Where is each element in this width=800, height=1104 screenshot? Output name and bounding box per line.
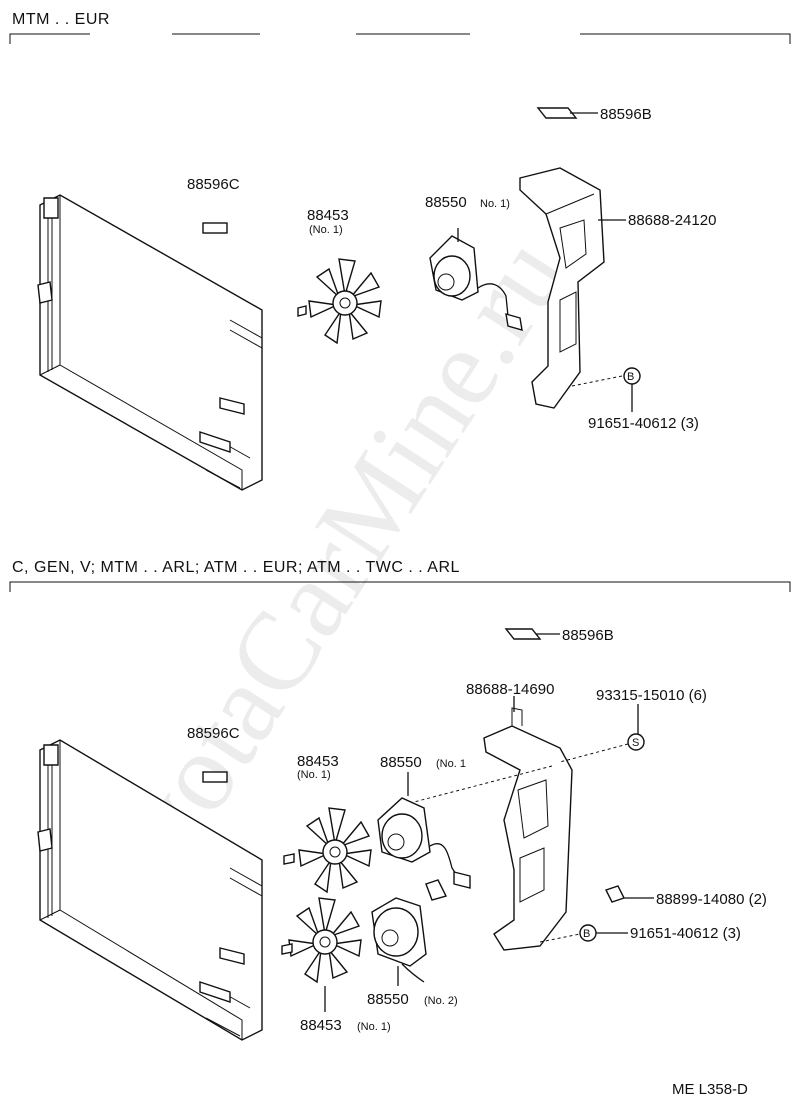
fan-1-nut-icon	[283, 853, 295, 865]
motor-icon	[429, 235, 523, 331]
label-88688-14690: 88688-14690	[466, 681, 554, 698]
radiator-assembly	[37, 194, 263, 491]
section-2-bracket-line	[9, 581, 791, 592]
label-88550-motor2-no: (No. 2)	[424, 995, 458, 1007]
tag-88596B-icon	[536, 107, 578, 119]
label-88688-24120: 88688-24120	[628, 212, 716, 229]
fan-shroud-icon-2	[483, 707, 573, 951]
section-2: C, GEN, V; MTM . . ARL; ATM . . EUR; ATM…	[9, 559, 791, 1041]
section-1-bracket-line	[9, 33, 791, 44]
fan-2-nut-icon	[281, 943, 293, 955]
connector-icon	[425, 879, 448, 901]
label-88596B: 88596B	[600, 106, 652, 123]
motor-1-icon	[377, 797, 471, 889]
label-88596B-2: 88596B	[562, 627, 614, 644]
section-1: MTM . . EUR 88596C 88596B	[9, 11, 791, 491]
label-88550-motor1: 88550	[380, 754, 422, 771]
label-88453-fan2-no: (No. 1)	[357, 1021, 391, 1033]
tag-88596B-icon-2	[504, 628, 542, 640]
label-88453: 88453	[307, 207, 349, 224]
label-88596C: 88596C	[187, 176, 240, 193]
label-88550-motor2: 88550	[367, 991, 409, 1008]
label-88550-no: No. 1)	[480, 198, 510, 210]
label-88550: 88550	[425, 194, 467, 211]
label-93315-15010: 93315-15010 (6)	[596, 687, 707, 704]
section-2-header: C, GEN, V; MTM . . ARL; ATM . . EUR; ATM…	[12, 559, 460, 576]
section-1-header: MTM . . EUR	[12, 11, 110, 28]
label-91651-40612: 91651-40612 (3)	[588, 415, 699, 432]
label-88453-fan1: 88453	[297, 753, 339, 770]
label-88550-motor1-no: (No. 1	[436, 758, 466, 770]
bolt-marker-B-text: B	[627, 371, 634, 383]
label-88453-no: (No. 1)	[309, 224, 343, 236]
screw-marker-S-text: S	[632, 737, 639, 749]
footer-code: ME L358-D	[672, 1081, 748, 1098]
fan-2-icon	[288, 897, 362, 984]
tag-88596C-icon-2	[202, 771, 228, 783]
label-91651-40612-2: 91651-40612 (3)	[630, 925, 741, 942]
tag-88596C-icon	[202, 222, 228, 234]
label-88596C-2: 88596C	[187, 725, 240, 742]
label-88899-14080: 88899-14080 (2)	[656, 891, 767, 908]
bolt-marker-B-2-text: B	[583, 928, 590, 940]
fan-1-icon	[298, 807, 372, 894]
fan-icon	[308, 258, 382, 345]
label-88453-fan2: 88453	[300, 1017, 342, 1034]
fan-shroud-icon	[519, 167, 605, 409]
radiator-assembly-2	[37, 739, 263, 1041]
label-88453-fan1-no: (No. 1)	[297, 769, 331, 781]
screw-marker-S	[627, 733, 645, 751]
fan-nut-icon	[297, 305, 307, 317]
motor-2-icon	[371, 897, 427, 983]
clip-icon	[605, 885, 625, 903]
